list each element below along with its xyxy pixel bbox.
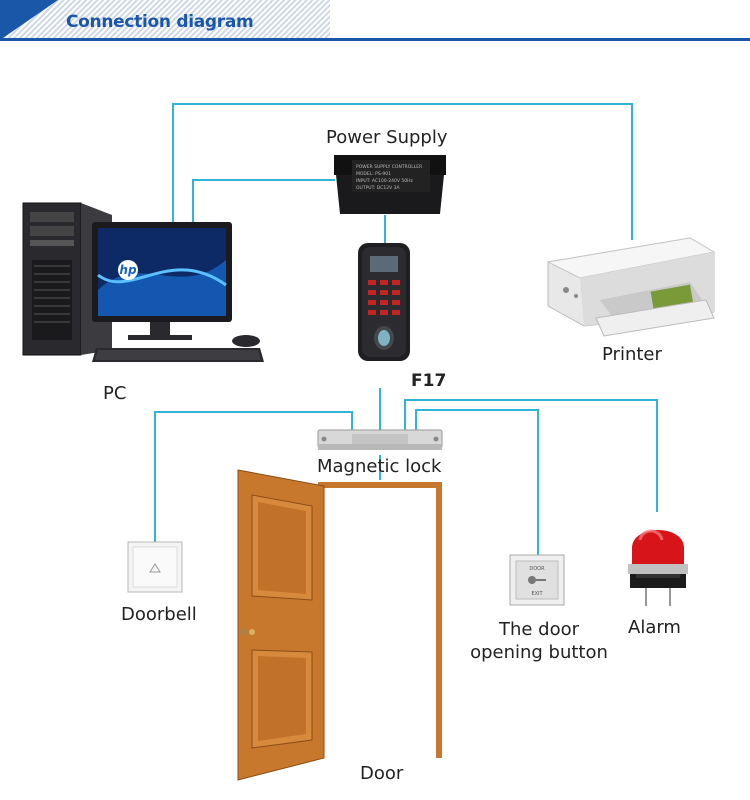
door-frame-icon (316, 480, 444, 760)
label-pc: PC (103, 383, 127, 404)
mouse-icon (232, 335, 260, 347)
door-icon (237, 469, 325, 781)
doorbell-icon (127, 541, 183, 593)
label-alarm: Alarm (628, 617, 681, 638)
magnetic-lock-icon (317, 429, 443, 450)
page-title: Connection diagram (66, 12, 254, 32)
monitor-logo: hp (119, 263, 137, 277)
alarm-icon (628, 529, 688, 606)
keyboard-icon (92, 348, 264, 362)
exit-button-top-text: DOOR (529, 566, 545, 572)
power-supply-icon: POWER SUPPLY CONTROLLER MODEL: PS-901 IN… (334, 155, 446, 214)
printer-icon (546, 237, 716, 337)
access-control-terminal-icon (358, 243, 410, 361)
wire-alarm (404, 399, 658, 512)
label-door: Door (360, 763, 404, 784)
header-decoration (0, 0, 750, 41)
label-device-model: F17 (411, 371, 447, 391)
psu-plate-line-1: POWER SUPPLY CONTROLLER (356, 164, 422, 170)
wires (154, 103, 658, 555)
psu-plate-line-3: INPUT: AC100-240V 50Hz (356, 178, 413, 184)
label-printer: Printer (602, 344, 662, 365)
label-doorbell: Doorbell (121, 604, 197, 625)
psu-plate-line-2: MODEL: PS-901 (356, 171, 391, 177)
psu-plate-line-4: OUTPUT: DC12V 3A (356, 185, 400, 191)
wire-doorbell (154, 411, 353, 542)
wire-pc-printer (172, 103, 633, 240)
exit-button-bottom-text: EXIT (531, 591, 543, 597)
label-power-supply: Power Supply (326, 127, 448, 148)
label-exit-button-line2: opening button (470, 642, 608, 663)
label-magnetic-lock: Magnetic lock (317, 456, 442, 477)
exit-button-icon (509, 554, 565, 606)
pc-monitor-icon (92, 222, 232, 340)
wire-pc-powersupply (192, 179, 335, 222)
header-bar (0, 0, 750, 42)
wire-exit-button (415, 409, 539, 555)
label-exit-button-line1: The door (498, 619, 580, 640)
